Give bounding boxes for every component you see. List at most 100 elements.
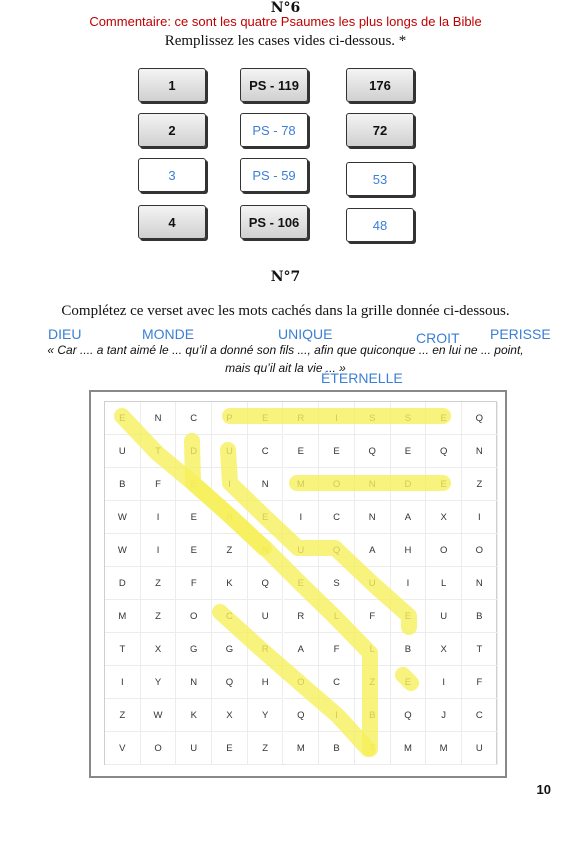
grid-cell[interactable]: U [426, 600, 462, 633]
grid-cell[interactable]: E [390, 666, 427, 699]
grid-cell[interactable]: O [140, 732, 177, 765]
grid-cell[interactable]: U [462, 732, 498, 765]
grid-cell[interactable]: I [140, 501, 177, 534]
grid-cell[interactable]: E [176, 468, 213, 501]
grid-cell[interactable]: X [212, 699, 248, 732]
grid-cell[interactable]: M [283, 468, 320, 501]
grid-cell[interactable]: E [176, 534, 213, 567]
grid-cell[interactable]: E [105, 402, 141, 435]
grid-cell[interactable]: Z [140, 567, 177, 600]
grid-cell[interactable]: Q [354, 435, 391, 468]
grid-cell[interactable]: M [390, 732, 427, 765]
grid-cell[interactable]: B [354, 699, 391, 732]
grid-cell[interactable]: Z [105, 699, 141, 732]
grid-cell[interactable]: O [426, 534, 462, 567]
grid-cell[interactable]: N [176, 666, 213, 699]
cell-r3-verses-input[interactable]: 53 [346, 162, 414, 196]
grid-cell[interactable]: N [354, 501, 391, 534]
answer-unique[interactable]: UNIQUE [278, 326, 333, 342]
grid-cell[interactable]: W [105, 501, 141, 534]
grid-cell[interactable]: I [212, 468, 248, 501]
grid-cell[interactable]: T [105, 633, 141, 666]
grid-cell[interactable]: O [283, 666, 320, 699]
cell-r3-psalm-input[interactable]: PS - 59 [240, 158, 308, 192]
grid-cell[interactable]: M [105, 600, 141, 633]
grid-cell[interactable]: N [354, 468, 391, 501]
grid-cell[interactable]: C [212, 600, 248, 633]
grid-cell[interactable]: E [390, 600, 427, 633]
grid-cell[interactable]: P [212, 402, 248, 435]
grid-cell[interactable]: U [354, 567, 391, 600]
grid-cell[interactable]: Z [247, 732, 284, 765]
grid-cell[interactable]: S [319, 567, 355, 600]
cell-r2-psalm-input[interactable]: PS - 78 [240, 113, 308, 147]
grid-cell[interactable]: L [319, 600, 355, 633]
cell-r4-verses-input[interactable]: 48 [346, 208, 414, 242]
grid-cell[interactable]: S [354, 402, 391, 435]
grid-cell[interactable]: F [354, 600, 391, 633]
grid-cell[interactable]: N [140, 402, 177, 435]
grid-cell[interactable]: Z [212, 534, 248, 567]
grid-cell[interactable]: E [426, 402, 462, 435]
grid-cell[interactable]: K [212, 567, 248, 600]
grid-cell[interactable]: O [462, 534, 498, 567]
grid-cell[interactable]: E [283, 567, 320, 600]
grid-cell[interactable]: Q [426, 435, 462, 468]
grid-cell[interactable]: Z [354, 666, 391, 699]
grid-cell[interactable]: X [426, 501, 462, 534]
grid-cell[interactable]: C [319, 666, 355, 699]
grid-cell[interactable]: O [319, 468, 355, 501]
grid-cell[interactable]: X [140, 633, 177, 666]
grid-cell[interactable]: E [283, 435, 320, 468]
grid-cell[interactable]: M [426, 732, 462, 765]
grid-cell[interactable]: E [176, 501, 213, 534]
grid-cell[interactable]: F [140, 468, 177, 501]
grid-cell[interactable]: T [140, 435, 177, 468]
grid-cell[interactable]: E [247, 402, 284, 435]
grid-cell[interactable]: T [462, 633, 498, 666]
grid-cell[interactable]: B [319, 732, 355, 765]
grid-cell[interactable]: H [247, 666, 284, 699]
grid-cell[interactable]: I [390, 567, 427, 600]
grid-cell[interactable]: D [390, 468, 427, 501]
grid-cell[interactable]: L [426, 567, 462, 600]
grid-cell[interactable]: E [390, 435, 427, 468]
grid-cell[interactable]: Z [462, 468, 498, 501]
grid-cell[interactable]: C [319, 501, 355, 534]
grid-cell[interactable]: I [140, 534, 177, 567]
grid-cell[interactable]: R [247, 633, 284, 666]
answer-croit[interactable]: CROIT [416, 330, 460, 346]
grid-cell[interactable]: V [105, 732, 141, 765]
grid-cell[interactable]: U [105, 435, 141, 468]
grid-cell[interactable]: I [462, 501, 498, 534]
grid-cell[interactable]: R [283, 600, 320, 633]
grid-cell[interactable]: C [176, 402, 213, 435]
grid-cell[interactable]: Z [140, 600, 177, 633]
grid-cell[interactable]: C [247, 435, 284, 468]
grid-cell[interactable]: T [354, 732, 391, 765]
grid-cell[interactable]: F [176, 567, 213, 600]
grid-cell[interactable]: E [247, 501, 284, 534]
grid-cell[interactable]: A [283, 633, 320, 666]
grid-cell[interactable]: J [426, 699, 462, 732]
grid-cell[interactable]: Q [319, 534, 355, 567]
grid-cell[interactable]: X [426, 633, 462, 666]
grid-cell[interactable]: R [212, 501, 248, 534]
grid-cell[interactable]: Q [390, 699, 427, 732]
grid-cell[interactable]: N [247, 534, 284, 567]
grid-cell[interactable]: H [390, 534, 427, 567]
grid-cell[interactable]: W [105, 534, 141, 567]
grid-cell[interactable]: I [283, 501, 320, 534]
grid-cell[interactable]: M [283, 732, 320, 765]
grid-cell[interactable]: Y [247, 699, 284, 732]
grid-cell[interactable]: B [390, 633, 427, 666]
grid-cell[interactable]: C [462, 699, 498, 732]
grid-cell[interactable]: A [354, 534, 391, 567]
grid-cell[interactable]: B [105, 468, 141, 501]
grid-cell[interactable]: I [319, 699, 355, 732]
grid-cell[interactable]: I [319, 402, 355, 435]
answer-monde[interactable]: MONDE [142, 326, 195, 342]
answer-dieu[interactable]: DIEU [48, 326, 82, 342]
grid-cell[interactable]: N [462, 435, 498, 468]
cell-r3-number-input[interactable]: 3 [138, 158, 206, 192]
